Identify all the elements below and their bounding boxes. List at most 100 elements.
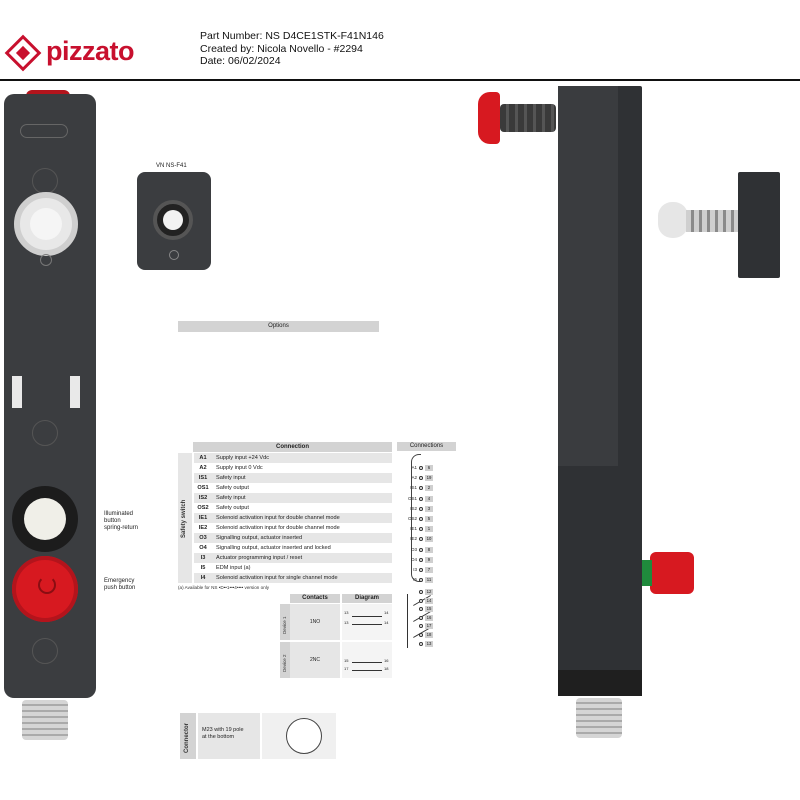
pin-number: 10 bbox=[425, 536, 433, 543]
device-side-view bbox=[470, 86, 694, 776]
pin-number: 19 bbox=[425, 475, 433, 482]
part-number: Part Number: NS D4CE1STK-F41N146 bbox=[200, 30, 384, 42]
connector-pinout bbox=[262, 713, 336, 759]
contact-terminal-icon bbox=[419, 641, 423, 646]
contact-pin-number: 16 bbox=[425, 614, 433, 621]
pin-label: A2 bbox=[411, 475, 417, 481]
pin-label: IE2 bbox=[410, 536, 417, 542]
connections-bus-line bbox=[411, 454, 421, 582]
pin-number: 8 bbox=[425, 546, 433, 553]
pin-terminal-icon bbox=[419, 496, 423, 501]
contact-terminal-icon bbox=[419, 615, 423, 620]
actuator-block bbox=[738, 172, 780, 278]
illuminated-button-label: Illuminated button spring-return bbox=[104, 511, 139, 531]
pizzato-logo: pizzato bbox=[4, 34, 135, 72]
side-stem bbox=[500, 104, 556, 132]
side-emergency-base bbox=[642, 560, 652, 586]
connection-pin: IE2 10 bbox=[397, 535, 456, 543]
contacts-schematic bbox=[407, 594, 437, 648]
connection-table-header: Connection bbox=[193, 442, 392, 452]
pin-number: 6 bbox=[425, 465, 433, 471]
connection-description: Safety output bbox=[216, 485, 249, 491]
connection-code: I3 bbox=[200, 555, 206, 561]
d2-term-a: 15 bbox=[344, 658, 349, 663]
actuator-hole bbox=[14, 192, 78, 256]
lock-symbol-icon bbox=[20, 124, 68, 138]
pin-terminal-icon bbox=[419, 568, 423, 572]
safety-switch-label: Safety switch bbox=[181, 499, 187, 538]
led-window-left bbox=[12, 376, 22, 408]
side-emergency-button[interactable] bbox=[650, 552, 694, 594]
connection-code: IS1 bbox=[198, 475, 208, 481]
created-by: Created by: Nicola Novello - #2294 bbox=[200, 42, 363, 55]
connection-code: OS1 bbox=[197, 485, 209, 491]
illuminated-button-cap[interactable] bbox=[24, 498, 66, 540]
connection-row: OS1 Safety output bbox=[194, 483, 392, 493]
screw-top bbox=[32, 168, 58, 194]
pin-number: 4 bbox=[425, 495, 433, 502]
contacts-table: Contacts Diagram Device 1 1NO 13 14 13 1… bbox=[280, 594, 392, 680]
contact-pin-number: 17 bbox=[425, 623, 433, 630]
variant-crosshair-icon bbox=[169, 250, 179, 260]
diagram-head: Diagram bbox=[342, 594, 392, 603]
contact-pin: 14 bbox=[397, 597, 456, 605]
contact-terminal-icon bbox=[419, 590, 423, 594]
variant-center bbox=[163, 210, 183, 230]
d1-term-b: 14 bbox=[384, 610, 389, 615]
connection-code: IS2 bbox=[198, 495, 208, 501]
pin-number: 2 bbox=[425, 485, 433, 492]
connection-code: A2 bbox=[199, 465, 207, 471]
contact-pin: 17 bbox=[397, 622, 456, 630]
m23-connector bbox=[22, 700, 68, 740]
connector-side-label: Connector bbox=[184, 723, 190, 753]
connection-description: Solenoid activation input for single cha… bbox=[216, 575, 338, 581]
connection-table-side bbox=[178, 453, 192, 583]
d1-term-d: 14 bbox=[384, 620, 389, 625]
pin-terminal-icon bbox=[419, 547, 423, 552]
pin-number: 1 bbox=[425, 526, 433, 533]
actuator-center bbox=[30, 208, 62, 240]
brand-name: pizzato bbox=[46, 36, 135, 66]
connection-description: Solenoid activation input for double cha… bbox=[216, 515, 340, 521]
side-red-cap bbox=[478, 92, 500, 144]
connection-description: Signalling output, actuator inserted and… bbox=[216, 545, 331, 551]
connection-footnote: (a) Available for NS •D••1•••4•••• versi… bbox=[178, 585, 270, 590]
contact-pin-number: 15 bbox=[425, 606, 433, 613]
pin-label: OS2 bbox=[407, 516, 417, 521]
screw-middle bbox=[32, 420, 58, 446]
pin-number: 11 bbox=[425, 577, 433, 584]
contact-pin: 16 bbox=[397, 614, 456, 622]
variant-actuator bbox=[137, 172, 211, 270]
pin-label: O4 bbox=[410, 556, 417, 562]
connection-code: O3 bbox=[199, 535, 207, 541]
pin-number: 3 bbox=[425, 505, 433, 512]
connection-description: Safety output bbox=[216, 505, 249, 511]
pin-label: I3 bbox=[413, 567, 417, 572]
led-window-right bbox=[70, 376, 80, 408]
pin-terminal-icon bbox=[419, 517, 423, 521]
connection-description: Signalling output, actuator inserted bbox=[216, 535, 303, 541]
contacts-head: Contacts bbox=[290, 594, 340, 603]
pin-terminal-icon bbox=[419, 537, 423, 542]
side-body-upper bbox=[558, 86, 618, 466]
pin-number: 5 bbox=[425, 516, 433, 522]
contact-terminal-icon bbox=[419, 624, 423, 629]
contact-terminal-icon bbox=[419, 633, 423, 637]
d2-term-b: 16 bbox=[384, 658, 389, 663]
crosshair-icon bbox=[40, 254, 52, 266]
screw-bottom bbox=[32, 638, 58, 664]
pin-terminal-icon bbox=[419, 527, 423, 532]
connection-description: Safety input bbox=[216, 475, 246, 481]
variant-label: VN NS-F41 bbox=[156, 163, 187, 169]
options-header: Options bbox=[178, 321, 379, 332]
pin-terminal-icon bbox=[419, 476, 423, 481]
